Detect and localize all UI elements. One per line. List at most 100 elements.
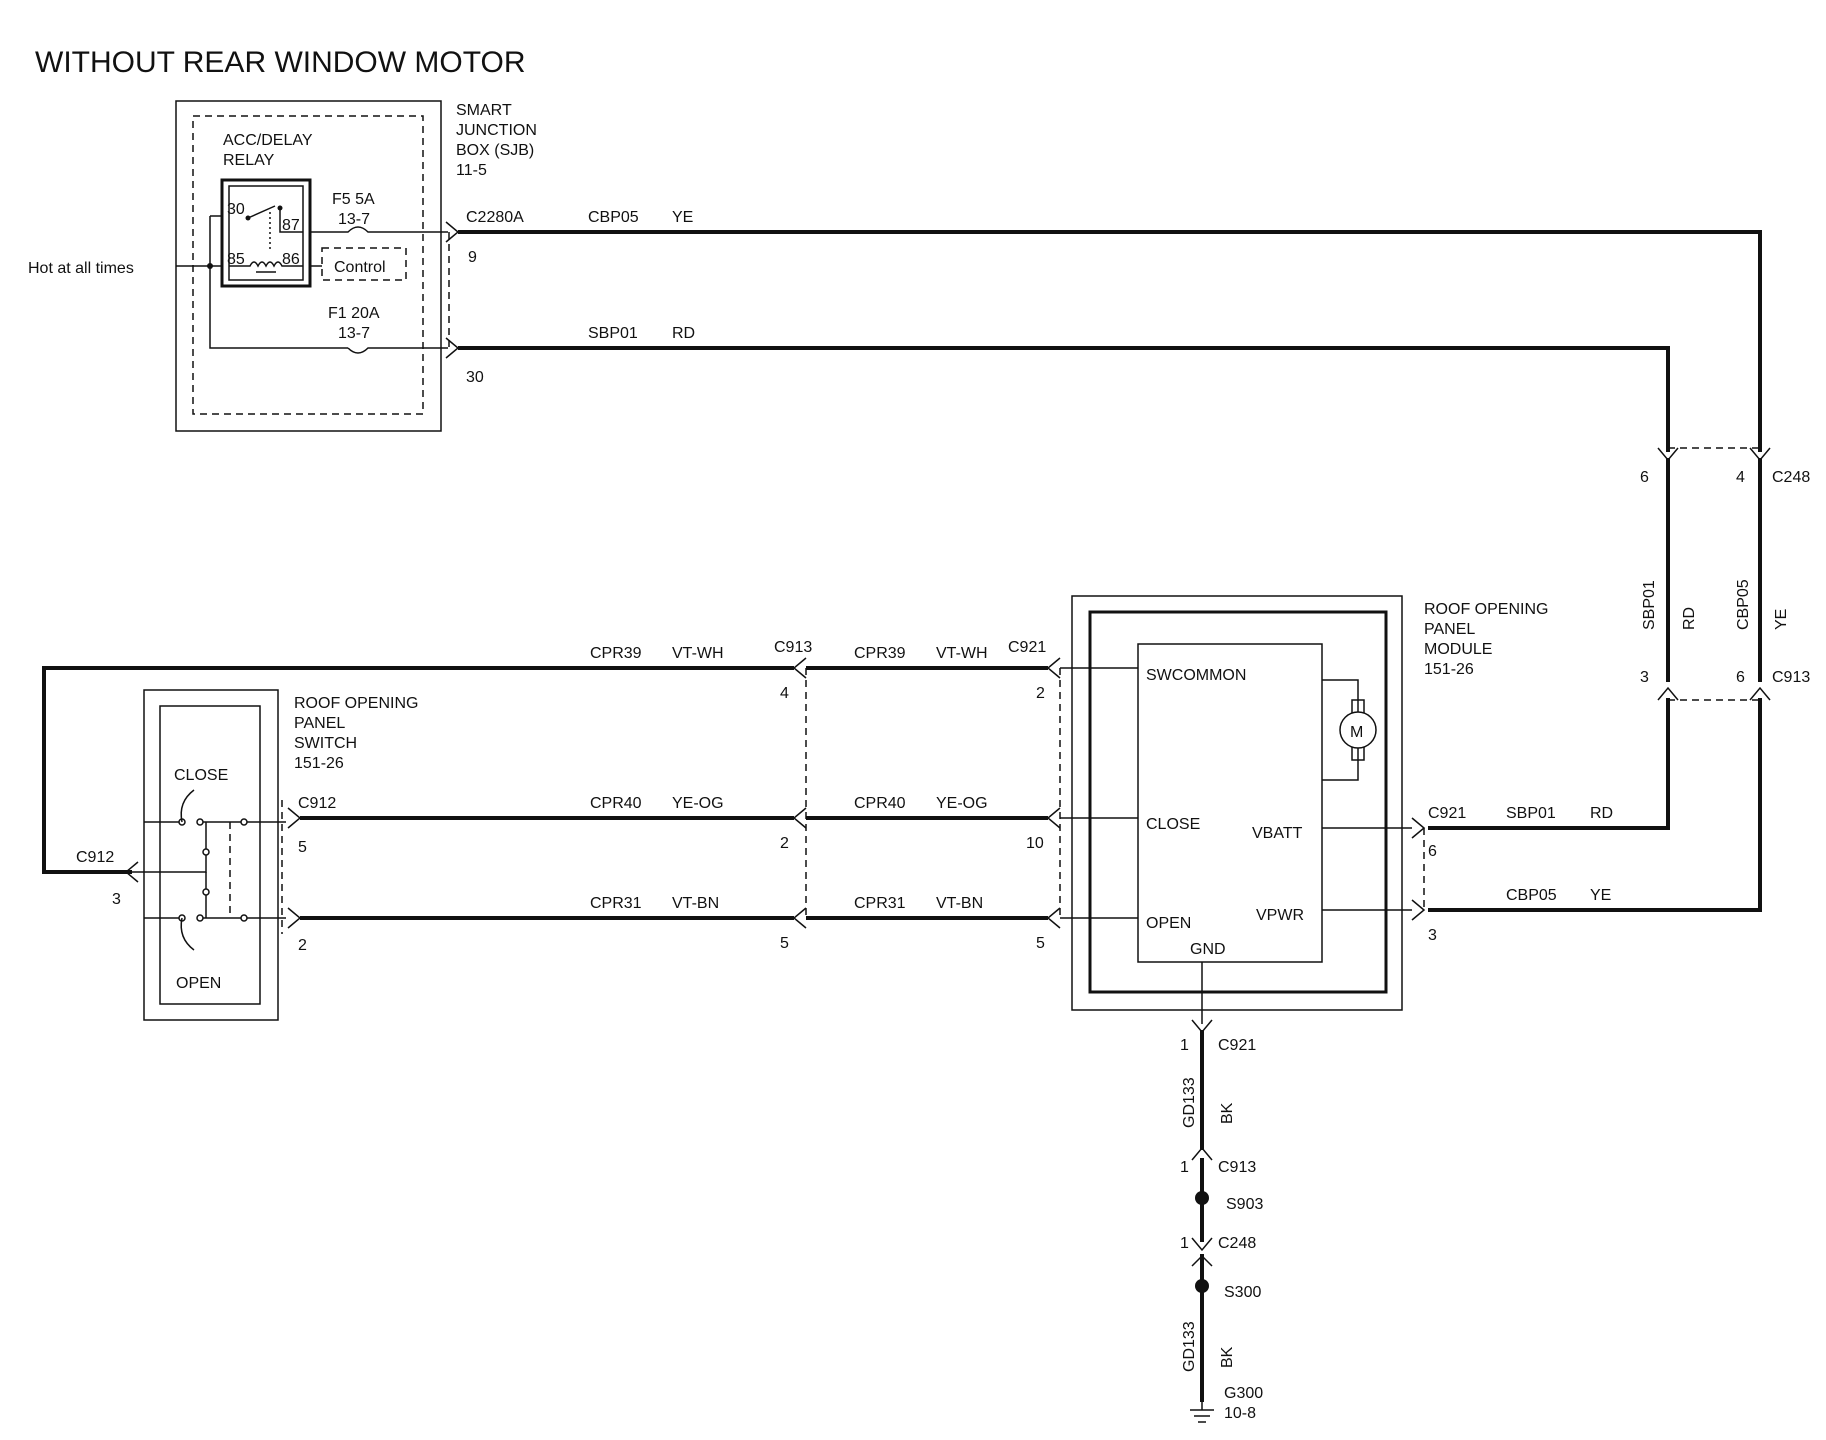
wire-cpr31-right-label: CPR31	[854, 895, 906, 912]
c913-ground-pin: 1	[1180, 1159, 1189, 1176]
connector-c921-left: C921 2 10 5	[1008, 639, 1138, 952]
switch-inner-border	[159, 705, 261, 1005]
wire-cpr31-left-color: VT-BN	[672, 895, 719, 912]
c912-pin2-arrow	[287, 907, 302, 929]
module-label-line3: MODULE	[1424, 641, 1492, 658]
c921-right-pin3: 3	[1428, 927, 1437, 944]
wire-gd133-upper-label: GD133	[1181, 1077, 1198, 1128]
c2280a-pin9: 9	[468, 249, 477, 266]
c913-right-label: C913	[1772, 669, 1810, 686]
fuse-f5-ref: 13-7	[338, 211, 370, 228]
wire-sbp01-vertical-color: RD	[1681, 607, 1698, 630]
wire-gd133-upper-color: BK	[1219, 1102, 1236, 1124]
c921-left-pin5-arrow	[1046, 907, 1061, 929]
fuse-f1-label: F1 20A	[328, 305, 380, 322]
module-swcommon: SWCOMMON	[1146, 667, 1246, 684]
wire-cpr39-left-color: VT-WH	[672, 645, 724, 662]
switch-open-node	[240, 914, 248, 922]
wire-cbp05-top-label: CBP05	[588, 209, 639, 226]
c921-left-pin2: 2	[1036, 685, 1045, 702]
c921-right-pin3-arrow	[1411, 899, 1426, 921]
connector-c912: C912 5 2 C912 3	[76, 795, 336, 954]
module-outer-border	[1071, 595, 1403, 1011]
splice-s903	[1195, 1191, 1209, 1205]
c248-ground-label: C248	[1218, 1235, 1256, 1252]
c2280a-pin30: 30	[466, 369, 484, 386]
switch-label-line2: PANEL	[294, 715, 345, 732]
wire-cbp05-vertical-color: YE	[1773, 609, 1790, 630]
splice-s903-label: S903	[1226, 1196, 1263, 1213]
relay-coil	[229, 261, 303, 268]
splice-s300	[1195, 1279, 1209, 1293]
c248-pin6: 6	[1640, 469, 1649, 486]
switch-open-contact-right	[196, 914, 204, 922]
switch-ref: 151-26	[294, 755, 344, 772]
c912-pin3-arrow	[124, 861, 139, 883]
c913-middle-pin2: 2	[780, 835, 789, 852]
roof-opening-panel-switch: ROOF OPENING PANEL SWITCH 151-26 CLOSE O…	[130, 689, 418, 1021]
c912-pin2: 2	[298, 937, 307, 954]
wire-cpr31-right-color: VT-BN	[936, 895, 983, 912]
c921-left-pin2-arrow	[1046, 657, 1061, 679]
switch-open-lever	[180, 917, 195, 951]
fuse-f5-label: F5 5A	[332, 191, 375, 208]
c921-ground-label: C921	[1218, 1037, 1256, 1054]
wire-cpr39-right-color: VT-WH	[936, 645, 988, 662]
module-label-line2: PANEL	[1424, 621, 1475, 638]
c921-left-label: C921	[1008, 639, 1046, 656]
wire-cpr39-left	[42, 666, 794, 874]
c913-middle-pin2-arrow	[792, 807, 807, 829]
roof-opening-panel-module: ROOF OPENING PANEL MODULE 151-26 SWCOMMO…	[1071, 595, 1548, 1011]
module-inner-border	[1088, 610, 1388, 994]
c921-left-pin5: 5	[1036, 935, 1045, 952]
relay-outer-box	[220, 178, 312, 288]
c913-right-pin6-arrow	[1749, 686, 1771, 701]
c913-right-pin3-arrow	[1657, 686, 1679, 701]
switch-close-contact-right	[196, 818, 204, 826]
c913-right-pin6: 6	[1736, 669, 1745, 686]
wire-sbp01-top-label: SBP01	[588, 325, 638, 342]
wire-cpr40-right-color: YE-OG	[936, 795, 988, 812]
c913-middle-pin5: 5	[780, 935, 789, 952]
fuse-f1-symbol	[347, 347, 448, 354]
wire-cbp05-vertical-label: CBP05	[1735, 579, 1752, 630]
module-label-line1: ROOF OPENING	[1424, 601, 1548, 618]
switch-label-line1: ROOF OPENING	[294, 695, 418, 712]
c921-ground-pin: 1	[1180, 1037, 1189, 1054]
c921-right-label: C921	[1428, 805, 1466, 822]
motor-label: M	[1350, 724, 1363, 741]
fuse-f5-symbol	[310, 226, 448, 233]
c913-middle-pin5-arrow	[792, 907, 807, 929]
sjb-label-line1: SMART	[456, 102, 512, 119]
wire-cpr40-left-color: YE-OG	[672, 795, 724, 812]
c913-middle-pin4-arrow	[792, 657, 807, 679]
ground-symbol-icon	[1190, 1409, 1214, 1423]
relay-label-line1: ACC/DELAY	[223, 132, 313, 149]
switch-close-lever	[180, 789, 195, 823]
switch-close-node	[240, 818, 248, 826]
switch-common-contact-bottom	[202, 888, 210, 896]
wire-sbp01-bottom-color: RD	[1590, 805, 1613, 822]
module-logic-box	[1137, 643, 1323, 963]
wire-sbp01-bottom-label: SBP01	[1506, 805, 1556, 822]
relay-pin-30: 30	[227, 201, 245, 218]
wire-cbp05-bottom-label: CBP05	[1506, 887, 1557, 904]
smart-junction-box: SMART JUNCTION BOX (SJB) 11-5 ACC/DELAY …	[28, 100, 537, 432]
wire-gd133-lower-label: GD133	[1181, 1321, 1198, 1372]
connector-c248: 6 4 C248	[1640, 447, 1810, 486]
wire-sbp01-vertical-label: SBP01	[1641, 580, 1658, 630]
wire-cbp05-bottom-color: YE	[1590, 887, 1611, 904]
c913-middle-label: C913	[774, 639, 812, 656]
hot-at-all-times-label: Hot at all times	[28, 260, 134, 277]
c2280a-label: C2280A	[466, 209, 524, 226]
c913-ground-arrow	[1191, 1146, 1213, 1161]
wire-cpr39-left-label: CPR39	[590, 645, 642, 662]
switch-label-line3: SWITCH	[294, 735, 357, 752]
ground-g300-ref: 10-8	[1224, 1405, 1256, 1422]
c248-ground-arrow	[1191, 1237, 1213, 1252]
connector-c913-middle: C913 4 2 5	[774, 639, 812, 952]
switch-common-contact-top	[202, 848, 210, 856]
c921-left-pin10: 10	[1026, 835, 1044, 852]
sjb-label-line3: BOX (SJB)	[456, 142, 534, 159]
